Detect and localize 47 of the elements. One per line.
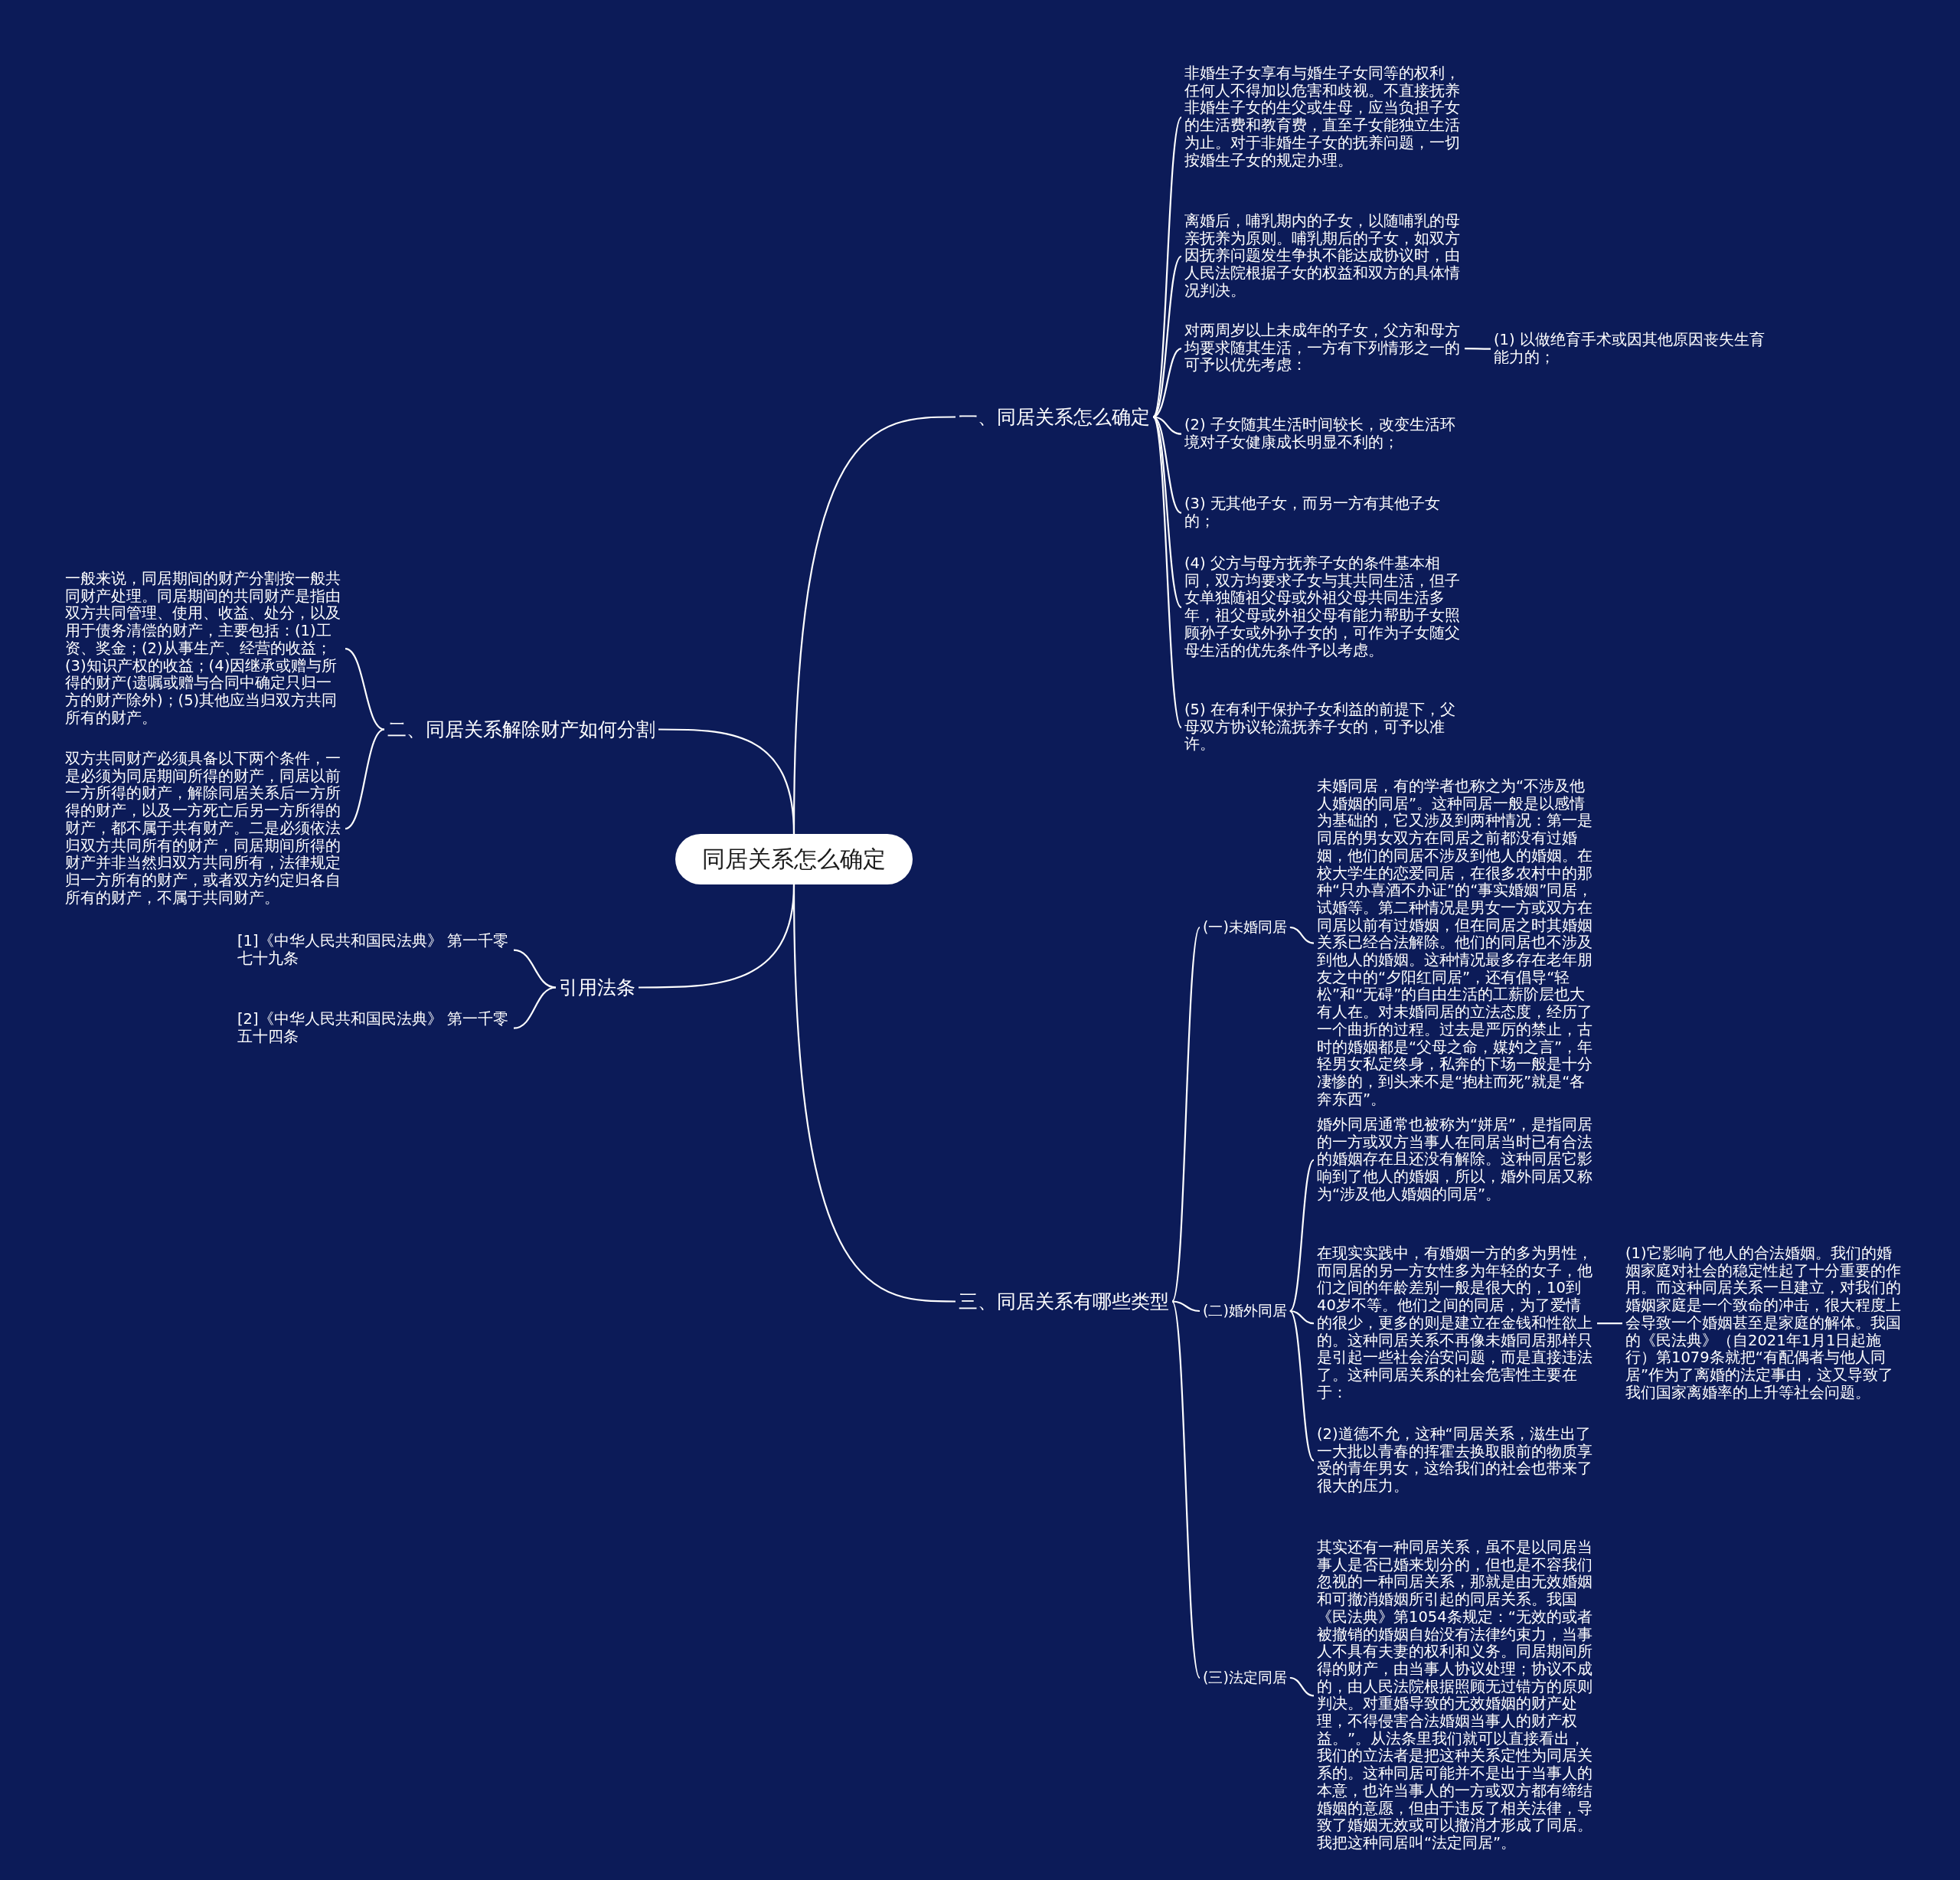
subtopic-label: (二)婚外同居 xyxy=(1200,1300,1290,1323)
note-text: (5) 在有利于保护子女利益的前提下，父母双方协议轮流抚养子女的，可予以准许。 xyxy=(1181,700,1465,756)
connector-line xyxy=(1171,927,1200,1302)
connector-line xyxy=(792,884,956,1303)
root-topic: 同居关系怎么确定 xyxy=(675,834,913,884)
note-text: (1) 以做绝育手术或因其他原因丧失生育能力的； xyxy=(1491,330,1770,368)
connector-line xyxy=(1465,347,1491,350)
note-text: [2]《中华人民共和国民法典》 第一千零五十四条 xyxy=(234,1009,514,1048)
connector-line xyxy=(1289,926,1315,944)
connector-line xyxy=(1171,1300,1200,1313)
connector-line xyxy=(658,728,795,835)
connector-line xyxy=(1171,1301,1200,1679)
note-text: (2)道德不允，这种“同居关系，滋生出了一大批以青春的挥霍去换取眼前的物质享受的青年男女，这给我们的社会也带来了很大的压力。 xyxy=(1314,1424,1597,1497)
note-text: 双方共同财产必须具备以下两个条件，一是必须为同居期间所得的财产，同居以前一方所得的财产，解除同居关系后一方所得的财产，以及一方死亡后另一方所得的财产，都不属于共有财产。二是必须依法归双方共同所有的财产，同居期间所得的财产并非当然归双方共同所有，法律规定归一方所有的财产，或者双方约定归各自所有的财产，不属于共同财产。 xyxy=(62,749,345,909)
branch-topic: 二、同居关系解除财产如何分割 xyxy=(384,715,658,744)
branch-topic: 引用法条 xyxy=(556,973,639,1002)
connector-line xyxy=(1152,116,1182,418)
branch-topic: 三、同居关系有哪些类型 xyxy=(956,1287,1172,1316)
connector-line xyxy=(1152,416,1182,514)
connector-line xyxy=(1152,255,1182,418)
note-text: 对两周岁以上未成年的子女，父方和母方均要求随其生活，一方有下列情形之一的可予以优先考虑： xyxy=(1181,321,1465,377)
note-text: (4) 父方与母方抚养子女的条件基本相同，双方均要求子女与其共同生活，但子女单独随祖父母或外祖父母共同生活多年，祖父母或外祖父母有能力帮助子女照顾孙子女或外孙子女的，可作为子女随父母生活的优先条件予以考虑。 xyxy=(1181,554,1465,662)
connector-line xyxy=(1289,1309,1315,1325)
branch-topic: 一、同居关系怎么确定 xyxy=(956,403,1153,431)
note-text: (3) 无其他子女，而另一方有其他子女的； xyxy=(1181,494,1465,532)
note-text: 离婚后，哺乳期内的子女，以随哺乳的母亲抚养为原则。哺乳期后的子女，如双方因抚养问题发生争执不能达成协议时，由人民法院根据子女的权益和双方的具体情况判决。 xyxy=(1181,211,1465,302)
connector-line xyxy=(345,648,385,731)
subtopic-label: (三)法定同居 xyxy=(1200,1666,1290,1689)
note-text: [1]《中华人民共和国民法典》 第一千零七十九条 xyxy=(234,931,514,969)
connector-line xyxy=(1597,1323,1622,1325)
connector-line xyxy=(513,986,557,1029)
note-text: 其实还有一种同居关系，虽不是以同居当事人是否已婚来划分的，但也是不容我们忽视的一种同居关系，那就是由无效婚姻和可撤消婚姻所引起的同居关系。我国《民法典》第1054条规定：“无效的或者被撤销的婚姻自始没有法律约束力，当事人不具有夫妻的权利和义务。同居期间所得的财产，由当事人协议处理；协议不成的，由人民法院根据照顾无过错方的原则判决。对重婚导致的无效婚姻的财产处理，不得侵害合法婚姻当事人的财产权益。”。从法条里我们就可以直接看出，我们的立法者是把这种关系定性为同居关系的。这种同居可能并不是出于当事人的本意，也许当事人的一方或双方都有缔结婚姻的意愿，但由于违反了相关法律，导致了婚姻无效或可以撤消才形成了同居。我把这种同居叫“法定同居”。 xyxy=(1314,1538,1597,1854)
connector-line xyxy=(1289,1676,1315,1697)
note-text: (2) 子女随其生活时间较长，改变生活环境对子女健康成长明显不利的； xyxy=(1181,415,1465,453)
note-text: 非婚生子女享有与婚生子女同等的权利，任何人不得加以危害和歧视。不直接抚养非婚生子女的生父或生母，应当负担子女的生活费和教育费，直至子女能独立生活为止。对于非婚生子女的抚养问题，一切按婚生子女的规定办理。 xyxy=(1181,64,1465,172)
connector-line xyxy=(1289,1159,1315,1312)
connector-line xyxy=(1152,348,1182,418)
connector-line xyxy=(1152,417,1182,728)
connector-line xyxy=(345,728,385,830)
connector-line xyxy=(513,949,557,989)
note-text: 一般来说，同居期间的财产分割按一般共同财产处理。同居期间的共同财产是指由双方共同管理、使用、收益、处分，以及用于债务清偿的财产，主要包括：(1)工资、奖金；(2)从事生产、经营的收益；(3)知识产权的收益；(4)因继承或赠与所得的财产(遗嘱或赠与合同中确定只归一方的财产除外)；(5)其他应当归双方共同所有的财产。 xyxy=(62,569,345,729)
note-text: (1)它影响了他人的合法婚姻。我们的婚姻家庭对社会的稳定性起了十分重要的作用。而这种同居关系一旦建立，对我们的婚姻家庭是一个致命的冲击，很大程度上会导致一个婚姻甚至是家庭的解体。我国的《民法典》（自2021年1月1日起施行）第1079条就把“有配偶者与他人同居”作为了离婚的法定事由，这又导致了我们国家离婚率的上升等社会问题。 xyxy=(1622,1244,1906,1404)
connector-line xyxy=(1289,1310,1315,1462)
note-text: 在现实实践中，有婚姻一方的多为男性，而同居的另一方女性多为年轻的女子，他们之间的年龄差别一般是很大的，10到40岁不等。他们之间的同居，为了爱情的很少，更多的则是建立在金钱和性欲上的。这种同居关系不再像未婚同居那样只是引起一些社会治安问题，而是直接违法了。这种同居关系的社会危害性主要在于： xyxy=(1314,1244,1597,1404)
note-text: 婚外同居通常也被称为“姘居”，是指同居的一方或双方当事人在同居当时已有合法的婚姻存在且还没有解除。这种同居它影响到了他人的婚姻，所以，婚外同居又称为“涉及他人婚姻的同居”。 xyxy=(1314,1115,1597,1205)
note-text: 未婚同居，有的学者也称之为“不涉及他人婚姻的同居”。这种同居一般是以感情为基础的，它又涉及到两种情况：第一是同居的男女双方在同居之前都没有过婚姻，他们的同居不涉及到他人的婚姻。在校大学生的恋爱同居，在很多农村中的那种“只办喜酒不办证”的“事实婚姻”同居，试婚等。第二种情况是男女一方或双方在同居以前有过婚姻，但在同居之时其婚姻关系已经合法解除。他们的同居也不涉及到他人的婚姻。这种情况最多存在老年朋友之中的“夕阳红同居”，还有倡导“轻松”和“无碍”的自由生活的工薪阶层也大有人在。对未婚同居的立法态度，经历了一个曲折的过程。过去是严厉的禁止，古时的婚姻都是“父母之命，媒妁之言”，年轻男女私定终身，私奔的下场一般是十分凄惨的，到头来不是“抱柱而死”就是“各奔东西”。 xyxy=(1314,777,1597,1110)
subtopic-label: (一)未婚同居 xyxy=(1200,916,1290,939)
